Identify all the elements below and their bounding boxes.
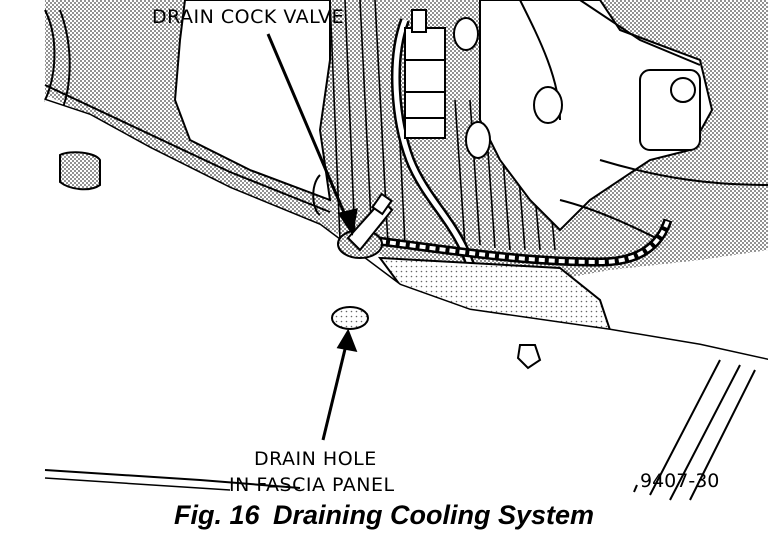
drain-hole: [331, 306, 369, 330]
figure-code: 9407-30: [640, 470, 720, 492]
callout-drain-hole-line1: DRAIN HOLE: [254, 448, 377, 470]
leader-drain-cock: [266, 33, 358, 236]
bumper-lines: [649, 359, 756, 501]
fascia-panel: [45, 100, 768, 550]
caption-title: Draining Cooling System: [273, 500, 595, 530]
engine-block-right: [479, 0, 714, 232]
figure-caption: Fig. 16 Draining Cooling System: [0, 500, 768, 531]
callout-drain-hole-line2: IN FASCIA PANEL: [229, 474, 395, 496]
drain-cock-valve: [312, 174, 394, 259]
leader-drain-hole: [321, 328, 358, 441]
connector-block: [404, 27, 446, 139]
engine-housing: [173, 0, 332, 202]
callout-drain-hole: DRAIN HOLE IN FASCIA PANEL: [229, 446, 395, 498]
fascia-opening: [59, 151, 101, 191]
panel-clip: [516, 344, 542, 370]
callout-drain-cock-valve: DRAIN COCK VALVE: [152, 6, 345, 28]
caption-prefix: Fig. 16: [173, 500, 260, 530]
